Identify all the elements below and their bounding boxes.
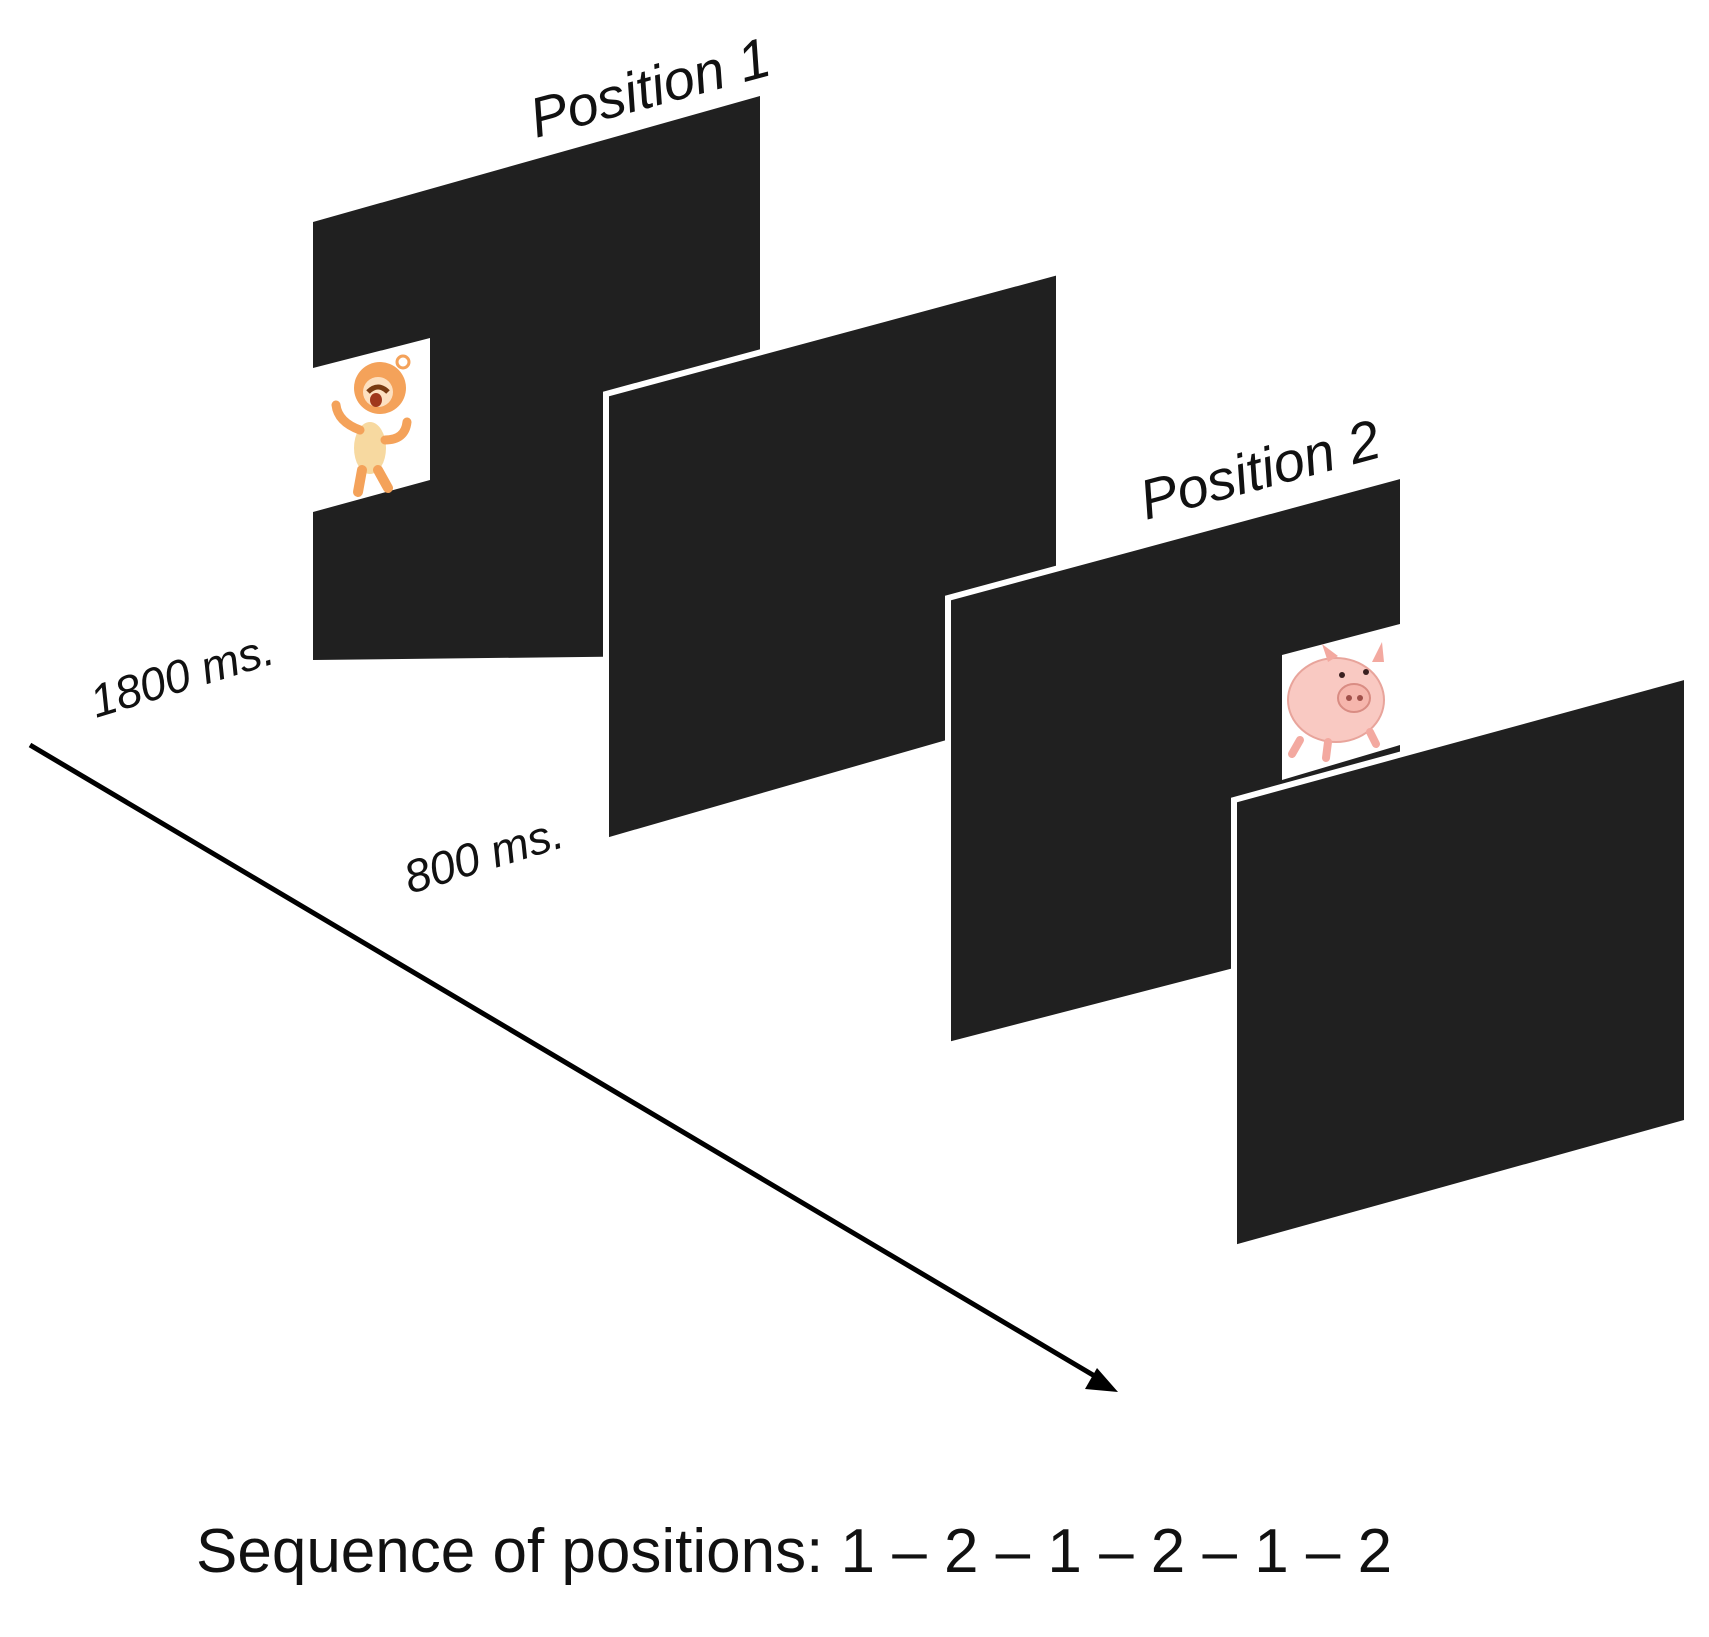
label-duration-1800: 1800 ms. — [84, 623, 280, 728]
pig-cartoon-icon — [1287, 642, 1385, 762]
label-duration-800: 800 ms. — [398, 806, 570, 904]
arrow-head-icon — [1085, 1368, 1118, 1392]
panel-blank-2 — [1231, 674, 1685, 1245]
baby-cartoon-icon — [331, 354, 412, 497]
panel-4-screen — [1234, 677, 1684, 1245]
sequence-caption: Sequence of positions: 1 – 2 – 1 – 2 – 1… — [196, 1517, 1392, 1586]
time-arrow — [28, 742, 1118, 1392]
